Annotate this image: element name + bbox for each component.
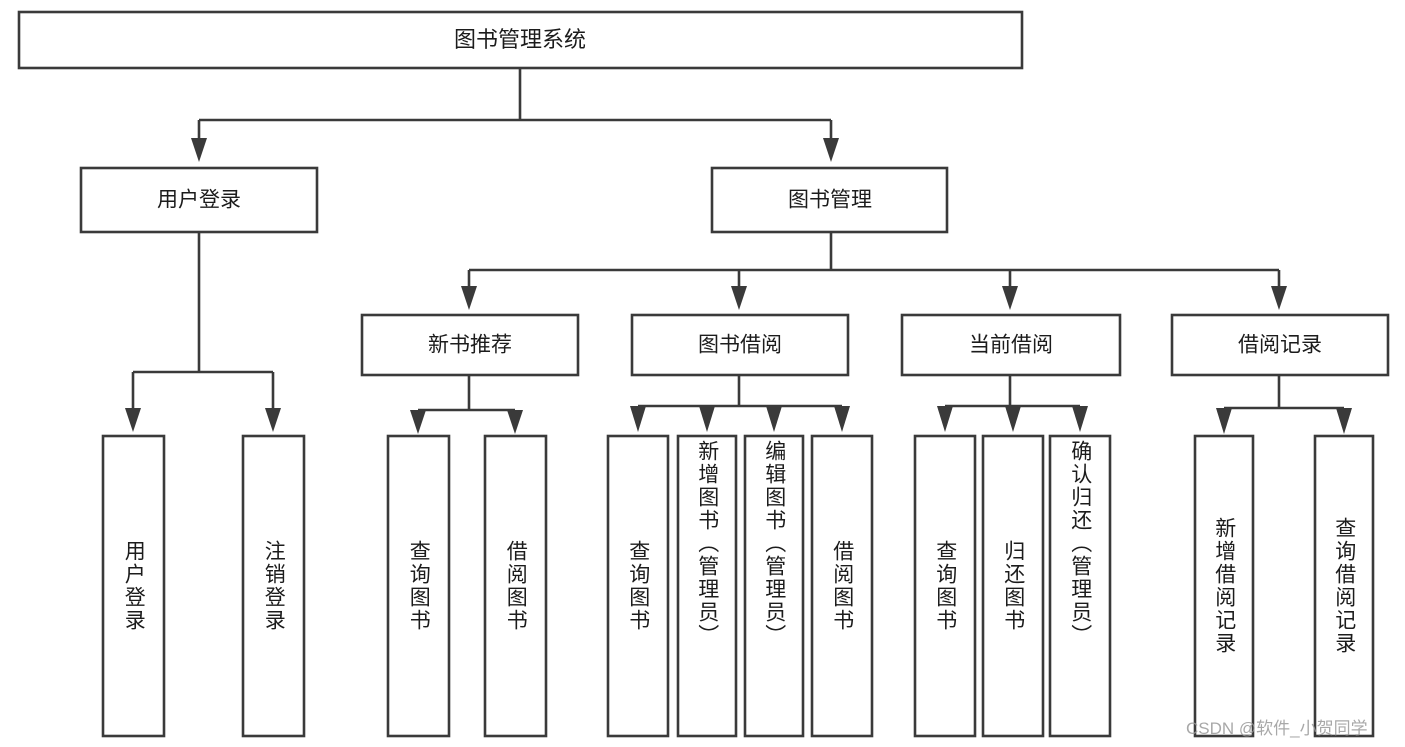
node-new-book-recommend-label: 新书推荐 (428, 334, 512, 357)
connector-group-book-borrow (630, 375, 850, 432)
node-leaf-borrow-book-1-box[interactable] (483, 434, 548, 738)
arrow-head-leaf-edit-book (766, 406, 782, 432)
arrow-head-book-borrow (731, 286, 747, 310)
arrow-head-book-management (823, 138, 839, 162)
node-leaf-borrow-book-2-box[interactable] (810, 434, 874, 738)
connector-group-user-login (125, 232, 281, 432)
node-book-management-label: 图书管理 (788, 189, 872, 212)
connector-group-borrow-record (1216, 375, 1352, 434)
arrow-head-leaf-confirm-return (1072, 406, 1088, 432)
node-leaf-add-book-box[interactable] (676, 434, 738, 738)
arrow-head-leaf-query-borrow-record (1336, 408, 1352, 434)
node-leaf-logout-login-box[interactable] (241, 434, 306, 738)
node-root-box[interactable] (17, 10, 1024, 70)
arrow-head-borrow-record (1271, 286, 1287, 310)
node-leaf-query-book-1-box[interactable] (386, 434, 451, 738)
node-user-login-box[interactable] (79, 166, 319, 234)
node-leaf-confirm-return-box[interactable] (1048, 434, 1112, 738)
arrow-head-leaf-add-borrow-record (1216, 408, 1232, 434)
node-book-management-box[interactable] (710, 166, 949, 234)
node-leaf-edit-book-box[interactable] (743, 434, 805, 738)
arrow-head-leaf-user-login (125, 408, 141, 432)
node-current-borrow-label: 当前借阅 (969, 334, 1053, 357)
node-current-borrow-box[interactable] (900, 313, 1122, 377)
arrow-head-leaf-borrow-book-1 (507, 410, 523, 434)
node-leaf-query-book-2-box[interactable] (606, 434, 670, 738)
connector-group-book-management (461, 232, 1287, 310)
node-leaf-query-book-3-box[interactable] (913, 434, 977, 738)
node-leaf-add-borrow-record-box[interactable] (1193, 434, 1255, 738)
arrow-head-leaf-query-book-2 (630, 406, 646, 432)
arrow-head-leaf-logout-login (265, 408, 281, 432)
node-user-login-label: 用户登录 (157, 189, 241, 212)
arrow-head-new-book-recommend (461, 286, 477, 310)
node-root-label: 图书管理系统 (454, 27, 586, 52)
arrow-head-leaf-borrow-book-2 (834, 406, 850, 432)
node-leaf-query-borrow-record-box[interactable] (1313, 434, 1375, 738)
node-book-borrow-box[interactable] (630, 313, 850, 377)
node-leaf-return-book-box[interactable] (981, 434, 1045, 738)
arrow-head-leaf-query-book-3 (937, 406, 953, 432)
arrow-head-user-login (191, 138, 207, 162)
node-borrow-record-box[interactable] (1170, 313, 1390, 377)
arrow-head-current-borrow (1002, 286, 1018, 310)
node-book-borrow-label: 图书借阅 (698, 334, 782, 357)
arrow-head-leaf-query-book-1 (410, 410, 426, 434)
connector-group-new-book-recommend (410, 375, 523, 434)
node-leaf-user-login-box[interactable] (101, 434, 166, 738)
node-new-book-recommend-box[interactable] (360, 313, 580, 377)
arrow-head-leaf-add-book (699, 406, 715, 432)
node-borrow-record-label: 借阅记录 (1238, 334, 1322, 357)
connector-group-current-borrow (937, 375, 1088, 432)
connector-group-root (191, 68, 839, 162)
arrow-head-leaf-return-book (1005, 406, 1021, 432)
